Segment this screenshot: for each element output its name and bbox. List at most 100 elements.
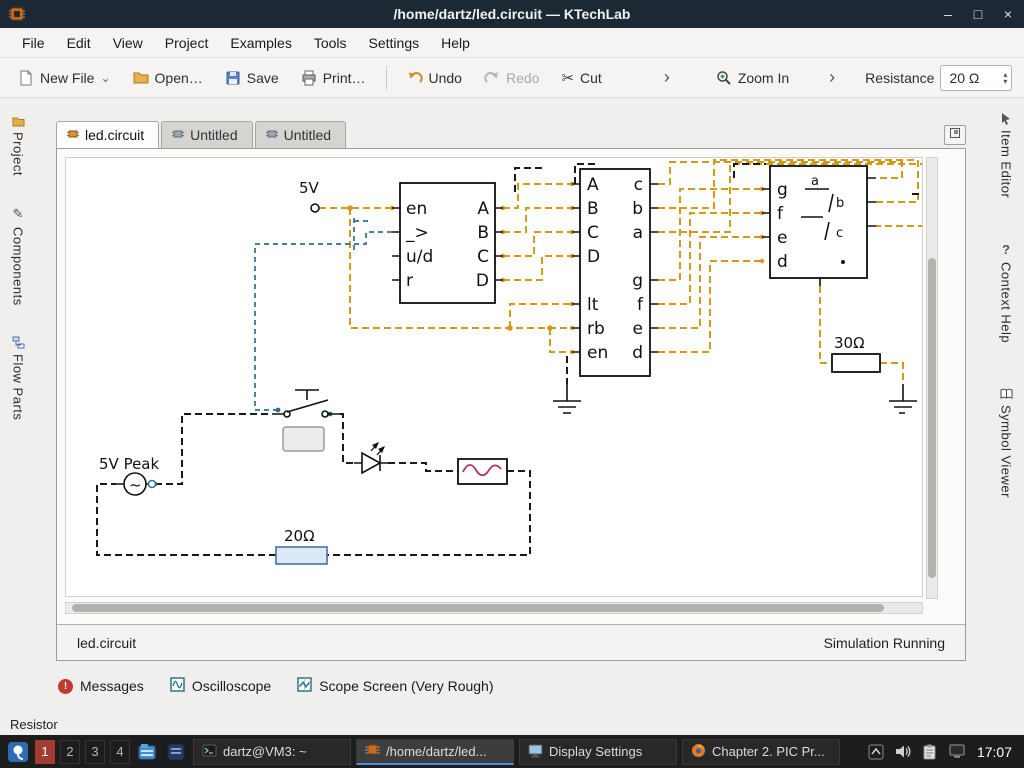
open-button[interactable]: Open… bbox=[125, 65, 211, 91]
new-file-button[interactable]: New File ⌄ bbox=[10, 65, 119, 91]
print-label: Print… bbox=[322, 69, 366, 86]
indicator-up-icon[interactable] bbox=[865, 741, 887, 763]
print-button[interactable]: Print… bbox=[293, 65, 374, 91]
task-browser[interactable]: Chapter 2. PIC Pr... bbox=[682, 738, 840, 765]
workspace-4[interactable]: 4 bbox=[110, 739, 130, 764]
switch-button-widget[interactable] bbox=[282, 426, 325, 452]
menu-file[interactable]: File bbox=[22, 34, 45, 51]
led-diode[interactable] bbox=[354, 442, 388, 475]
context-help-icon: ? bbox=[1002, 242, 1010, 258]
seven-segment-display[interactable]: g f e d a b c bbox=[762, 165, 876, 286]
undo-button[interactable]: Undo bbox=[399, 65, 470, 91]
counter-pin-b: B bbox=[477, 223, 489, 243]
menu-tools[interactable]: Tools bbox=[313, 34, 347, 51]
tab-led-circuit[interactable]: led.circuit bbox=[56, 121, 160, 148]
minimize-button[interactable]: – bbox=[944, 6, 952, 22]
resistance-value[interactable]: 20 Ω bbox=[949, 69, 980, 86]
sidebar-item-item-editor[interactable]: Item Editor bbox=[999, 112, 1014, 198]
task-ktechlab[interactable]: /home/dartz/led... bbox=[356, 738, 514, 765]
task-display-settings[interactable]: Display Settings bbox=[519, 738, 677, 765]
sidebar-item-context-help[interactable]: ? Context Help bbox=[999, 242, 1014, 343]
decoder-pin: C bbox=[587, 223, 599, 243]
vertical-scrollbar-thumb[interactable] bbox=[928, 258, 936, 578]
detach-panel-button[interactable] bbox=[944, 125, 966, 145]
decoder-body[interactable] bbox=[579, 168, 651, 377]
sidebar-item-components[interactable]: ✎ Components bbox=[11, 206, 26, 306]
volume-icon[interactable] bbox=[892, 741, 914, 763]
screen-indicator-icon[interactable] bbox=[946, 741, 968, 763]
save-button[interactable]: Save bbox=[217, 65, 287, 91]
counter-pin-ud: u/d bbox=[406, 247, 433, 267]
sidebar-label-project: Project bbox=[10, 132, 26, 176]
resistor-30-body[interactable] bbox=[831, 353, 881, 373]
menu-edit[interactable]: Edit bbox=[66, 34, 91, 51]
clipboard-icon[interactable] bbox=[919, 741, 941, 763]
chevron-down-icon[interactable]: ⌄ bbox=[100, 70, 111, 85]
sidebar-item-symbol-viewer[interactable]: Symbol Viewer bbox=[998, 388, 1014, 498]
undo-label: Undo bbox=[428, 69, 462, 86]
toolbar-overflow-chevron[interactable]: › bbox=[663, 67, 670, 87]
workspace-3[interactable]: 3 bbox=[85, 739, 105, 764]
menu-project[interactable]: Project bbox=[164, 34, 209, 51]
menu-examples[interactable]: Examples bbox=[230, 34, 292, 51]
taskbar-clock[interactable]: 17:07 bbox=[976, 743, 1012, 760]
menu-view[interactable]: View bbox=[112, 34, 143, 51]
dock-tab-messages[interactable]: ! Messages bbox=[58, 678, 144, 694]
circuit-canvas[interactable]: 5V en _> u/d r A bbox=[65, 157, 923, 597]
vcc-pin[interactable]: 5V bbox=[299, 179, 320, 213]
maximize-button[interactable]: □ bbox=[973, 6, 983, 22]
messages-icon: ! bbox=[58, 678, 73, 694]
ac-voltage-source[interactable]: 5V Peak ~ bbox=[99, 455, 160, 496]
horizontal-scrollbar[interactable] bbox=[65, 602, 923, 614]
dock-tab-scope-screen[interactable]: Scope Screen (Very Rough) bbox=[297, 677, 494, 695]
close-button[interactable]: × bbox=[1003, 6, 1013, 22]
tab-untitled-2[interactable]: Untitled bbox=[254, 121, 347, 148]
new-file-label: New File bbox=[40, 69, 95, 86]
decoder-pin: d bbox=[632, 343, 643, 363]
redo-button[interactable]: Redo bbox=[476, 65, 547, 91]
document-tab-bar: led.circuit Untitled Untitled bbox=[56, 120, 966, 148]
tab-untitled-1[interactable]: Untitled bbox=[161, 121, 253, 148]
push-switch[interactable] bbox=[272, 389, 340, 418]
horizontal-scrollbar-thumb[interactable] bbox=[72, 604, 884, 612]
decoder-pin: lt bbox=[587, 295, 599, 315]
workspace-1[interactable]: 1 bbox=[35, 739, 55, 764]
spinbox-arrows-icon[interactable]: ▴▾ bbox=[1003, 69, 1008, 86]
resistor-20-body[interactable] bbox=[275, 546, 328, 565]
wire-group-black bbox=[96, 163, 922, 556]
probe-waveform bbox=[462, 464, 502, 477]
workspace-2[interactable]: 2 bbox=[60, 739, 80, 764]
probe-body[interactable] bbox=[457, 458, 508, 485]
resistor-30ohm[interactable]: 30Ω bbox=[831, 334, 881, 373]
toolbar-overflow-chevron-2[interactable]: › bbox=[829, 67, 836, 87]
sidebar-label-symbol-viewer: Symbol Viewer bbox=[998, 404, 1014, 498]
menu-settings[interactable]: Settings bbox=[368, 34, 420, 51]
voltage-probe[interactable] bbox=[457, 458, 508, 485]
oscilloscope-icon bbox=[170, 677, 185, 695]
counter-body[interactable] bbox=[399, 182, 496, 304]
sidebar-item-flow-parts[interactable]: Flow Parts bbox=[11, 336, 26, 420]
redo-icon bbox=[484, 70, 500, 86]
zoom-in-button[interactable]: Zoom In bbox=[708, 65, 797, 91]
vertical-scrollbar[interactable] bbox=[926, 157, 938, 599]
document-status-row: led.circuit Simulation Running bbox=[57, 624, 965, 660]
applications-menu-icon[interactable] bbox=[6, 740, 30, 764]
resistance-spinbox[interactable]: 20 Ω ▴▾ bbox=[940, 64, 1013, 91]
decoder-component[interactable]: A B C D lt rb en c b a g bbox=[572, 168, 658, 377]
source-label: 5V Peak bbox=[99, 455, 160, 473]
sidebar-item-project[interactable]: Project bbox=[11, 116, 26, 176]
task-terminal[interactable]: dartz@VM3: ~ bbox=[193, 738, 351, 765]
ground-symbol bbox=[553, 384, 581, 414]
resistor-20ohm[interactable]: 20Ω bbox=[275, 527, 328, 565]
counter-component[interactable]: en _> u/d r A B C D bbox=[392, 182, 503, 304]
file-manager-icon[interactable] bbox=[135, 740, 159, 764]
counter-pin-en: en bbox=[406, 199, 427, 219]
settings-manager-icon[interactable] bbox=[164, 740, 188, 764]
decoder-pin: e bbox=[633, 319, 643, 339]
cut-button[interactable]: ✂ Cut bbox=[553, 64, 609, 92]
display-body[interactable] bbox=[769, 165, 868, 279]
dock-tab-oscilloscope[interactable]: Oscilloscope bbox=[170, 677, 271, 695]
menu-help[interactable]: Help bbox=[441, 34, 470, 51]
firefox-icon bbox=[691, 743, 706, 761]
